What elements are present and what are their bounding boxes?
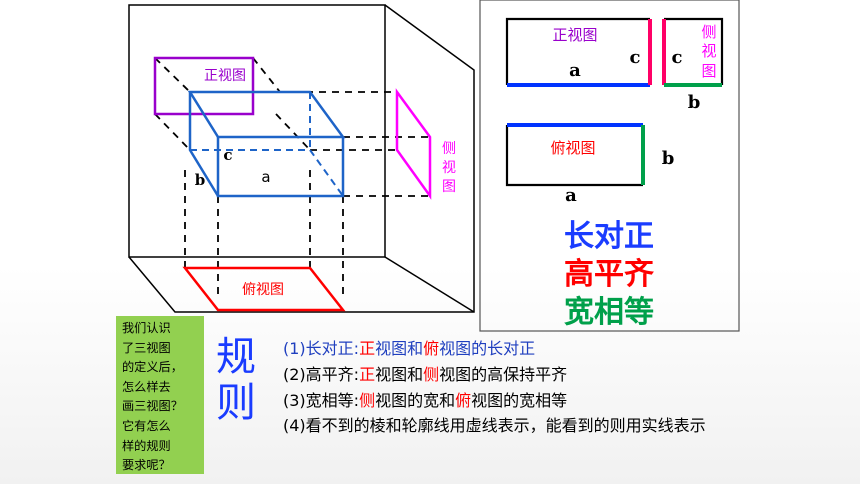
rule-text: 视图和 [375,339,424,358]
rules-list: (1)长对正:正视图和俯视图的长对正 (2)高平齐:正视图和侧视图的高保持平齐 … [283,336,783,437]
question-line: 怎么样去 [122,379,171,394]
slogan-width: 宽相等 [564,295,654,330]
cube-back-face [128,4,386,258]
top-dim-b: b [662,148,675,169]
rules-heading: 规 则 [211,334,261,426]
side-dim-c: c [672,47,683,68]
top-view-rect-label: 俯视图 [550,139,595,157]
question-line: 画三视图？ [122,399,183,414]
question-line: 我们认识 [122,321,171,335]
side-view-char: 图 [442,179,456,195]
slogan-length: 长对正 [564,219,654,254]
side-view-rect-char: 图 [701,62,716,80]
top-view-label: 俯视图 [242,282,284,298]
side-view-rect-char: 视 [701,42,716,60]
rule-highlight: 正 [359,339,376,358]
rule-highlight: 侧 [423,365,440,384]
rule-text: 视图和 [375,365,424,384]
side-dim-b: b [688,92,701,113]
rule-text: 视图的宽相等 [471,391,568,410]
question-line: 样的规则 [122,438,171,453]
side-view-rect [662,17,724,87]
rule-item: (2)高平齐:正视图和侧视图的高保持平齐 [283,362,783,388]
front-dim-c: c [630,47,641,68]
front-dim-a: a [569,60,581,81]
side-view-frame [395,88,432,200]
rule-highlight: 正 [359,365,376,384]
rule-highlight: 俯 [423,339,440,358]
front-view-rect [505,17,652,87]
rule-text: 视图的长对正 [439,339,536,358]
side-view-rect-char: 侧 [701,23,716,41]
box-dim-c: c [223,146,232,164]
side-view-char: 侧 [442,141,456,157]
projection-cube [128,4,475,313]
top-view-frame [182,266,346,312]
rules-heading-char: 规 [216,334,256,380]
front-view-frame [153,56,255,116]
front-view-label: 正视图 [204,68,246,84]
rule-text: 视图的高保持平齐 [439,365,568,384]
cube-inner-edge [384,256,475,313]
rule-highlight: 俯 [455,391,472,410]
cube-front-edges [128,4,475,313]
top-dim-a: a [565,185,577,206]
rule-highlight: 侧 [359,391,376,410]
rule-prefix: (1)长对正: [283,339,360,358]
rule-item: (3)宽相等:侧视图的宽和俯视图的宽相等 [283,388,783,414]
question-line: 要求呢？ [122,458,171,473]
rule-item: (4)看不到的棱和轮廓线用虚线表示，能看到的则用实线表示 [283,416,706,435]
box-dim-b: b [195,171,206,189]
projection-lines [154,57,430,295]
slogan-height: 高平齐 [564,257,654,292]
side-view-char: 视 [442,160,456,176]
box-dim-a: a [261,168,270,186]
side-view-rect-label: 侧 视 图 [701,23,716,80]
rule-text: 视图的宽和 [375,391,456,410]
rule-item: (1)长对正:正视图和俯视图的长对正 [283,336,783,362]
top-view-rect [505,123,645,187]
views-panel [479,0,740,332]
front-view-rect-label: 正视图 [552,26,597,44]
rule-prefix: (3)宽相等: [283,391,360,410]
side-view-label: 侧 视 图 [442,141,456,195]
rules-heading-char: 则 [216,380,256,426]
rule-prefix: (2)高平齐: [283,365,360,384]
question-line: 了三视图 [122,340,171,355]
question-line: 的定义后， [122,360,183,375]
question-note: 我们认识 了三视图 的定义后， 怎么样去 画三视图？ 它有怎么 样的规则 要求呢… [116,316,204,474]
rectangular-box [187,90,346,198]
question-line: 它有怎么 [122,418,171,433]
